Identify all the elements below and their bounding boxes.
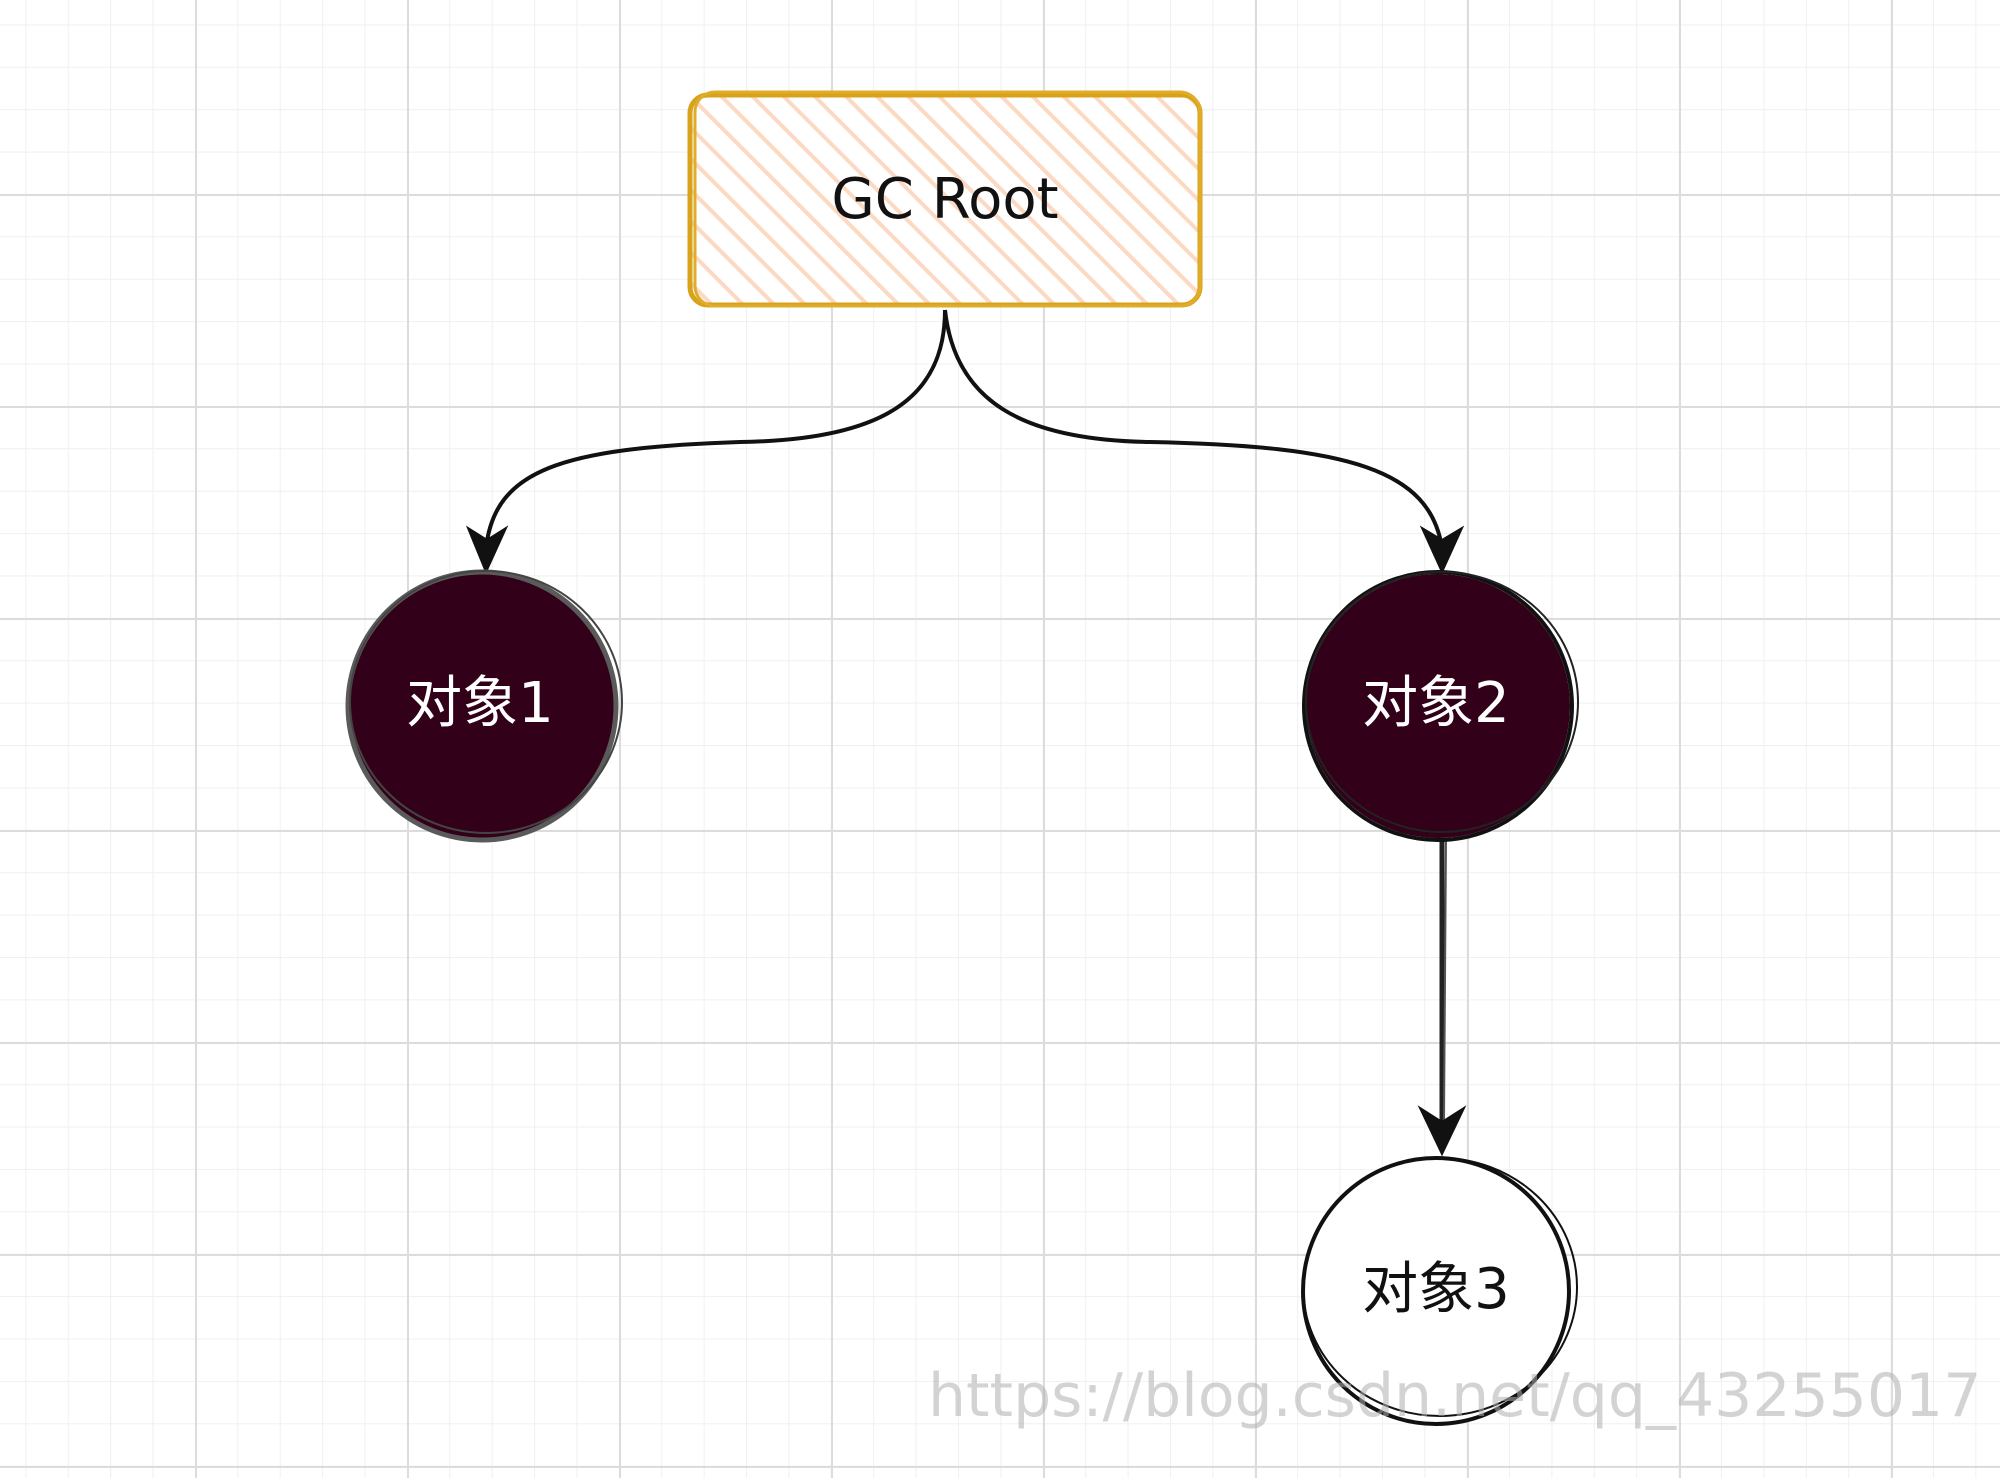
- object2-label: 对象2: [1362, 671, 1510, 736]
- object1-node[interactable]: [345, 569, 623, 843]
- gc-root-label: GC Root: [831, 167, 1059, 232]
- edge-root-to-object1: [484, 309, 947, 549]
- watermark-text: https://blog.csdn.net/qq_43255017: [928, 1361, 1982, 1431]
- object3-label: 对象3: [1362, 1257, 1510, 1322]
- arrowhead-object3: [1417, 1105, 1467, 1157]
- object3-node[interactable]: [1301, 1156, 1578, 1426]
- gc-root-node[interactable]: [687, 90, 1203, 308]
- object1-label: 对象1: [406, 671, 554, 736]
- edge-root-to-object2: [943, 309, 1444, 549]
- arrowhead-object2: [1419, 525, 1465, 575]
- object2-node[interactable]: [1302, 570, 1579, 842]
- arrowhead-object1: [465, 525, 509, 575]
